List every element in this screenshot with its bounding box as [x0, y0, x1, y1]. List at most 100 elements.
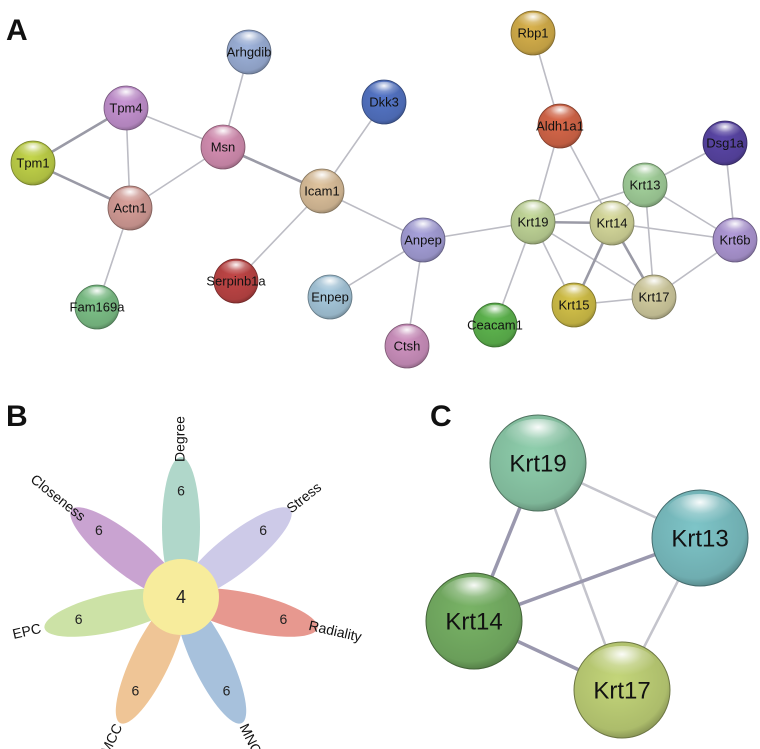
node-highlight	[504, 418, 572, 458]
node-label: Msn	[211, 139, 236, 154]
node-krt19: Krt19	[510, 199, 556, 245]
node-label: Dsg1a	[706, 135, 744, 150]
node-highlight	[220, 260, 252, 280]
petal-value: 6	[95, 522, 103, 538]
node-label: Krt14	[445, 608, 502, 635]
petal-value: 6	[75, 611, 83, 627]
node-rbp1: Rbp1	[510, 10, 556, 56]
node-ceacam1: Ceacam1	[467, 302, 523, 348]
node-label: Tpm1	[16, 155, 49, 170]
petal-label: MCC	[97, 721, 125, 749]
node-label: Krt19	[509, 450, 566, 477]
node-label: Anpep	[404, 232, 442, 247]
node-label: Krt17	[638, 289, 669, 304]
node-krt17: Krt17	[631, 274, 677, 320]
node-highlight	[596, 202, 628, 222]
petal-value: 6	[132, 682, 140, 698]
flower-center	[143, 559, 219, 635]
node-highlight	[440, 576, 508, 616]
node-label: Krt13	[629, 177, 660, 192]
node-highlight	[207, 126, 239, 146]
node-tpm4: Tpm4	[103, 85, 149, 131]
node-krt13: Krt13	[622, 162, 668, 208]
node-krt6b: Krt6b	[712, 217, 758, 263]
node-label: Dkk3	[369, 94, 399, 109]
node-label: Actn1	[113, 200, 146, 215]
node-krt15: Krt15	[551, 282, 597, 328]
petal-value: 6	[177, 483, 185, 499]
petal-label: MNC	[237, 721, 265, 749]
node-label: Fam169a	[70, 299, 126, 314]
node-krt14: Krt14	[425, 572, 523, 670]
node-label: Tpm4	[109, 100, 142, 115]
node-krt17: Krt17	[573, 641, 671, 739]
node-highlight	[391, 325, 423, 345]
node-serpinb1a: Serpinb1a	[206, 258, 266, 304]
node-label: Icam1	[304, 183, 339, 198]
node-label: Krt14	[596, 215, 627, 230]
node-highlight	[544, 105, 576, 125]
node-label: Ctsh	[394, 338, 421, 353]
node-krt13: Krt13	[651, 489, 749, 587]
node-dsg1a: Dsg1a	[702, 120, 748, 166]
panel-label-c: C	[430, 400, 452, 433]
node-icam1: Icam1	[299, 168, 345, 214]
petal-label: Stress	[283, 479, 324, 516]
node-highlight	[719, 219, 751, 239]
node-label: Krt15	[558, 297, 589, 312]
node-label: Ceacam1	[467, 317, 523, 332]
petal-value: 6	[279, 611, 287, 627]
node-highlight	[368, 81, 400, 101]
node-highlight	[17, 142, 49, 162]
node-anpep: Anpep	[400, 217, 446, 263]
node-highlight	[306, 170, 338, 190]
node-highlight	[588, 645, 656, 685]
node-msn: Msn	[200, 124, 246, 170]
node-aldh1a1: Aldh1a1	[536, 103, 584, 149]
edge-krt19-krt17	[532, 221, 655, 298]
node-highlight	[81, 286, 113, 306]
node-highlight	[233, 31, 265, 51]
node-highlight	[558, 284, 590, 304]
node-highlight	[479, 304, 511, 324]
node-label: Krt6b	[719, 232, 750, 247]
petal-label: Closeness	[28, 471, 89, 524]
node-label: Serpinb1a	[206, 273, 266, 288]
flower-center-value: 4	[176, 587, 186, 607]
node-actn1: Actn1	[107, 185, 153, 231]
node-highlight	[709, 122, 741, 142]
node-arhgdib: Arhgdib	[227, 29, 272, 75]
node-highlight	[110, 87, 142, 107]
node-label: Rbp1	[517, 25, 548, 40]
node-label: Arhgdib	[227, 44, 272, 59]
node-highlight	[638, 276, 670, 296]
node-label: Aldh1a1	[536, 118, 584, 133]
node-ctsh: Ctsh	[384, 323, 430, 369]
node-label: Krt13	[671, 525, 728, 552]
petal-label: EPC	[11, 620, 43, 642]
node-label: Enpep	[311, 289, 349, 304]
petal-label: Radiality	[307, 617, 363, 645]
petal-label: Degree	[172, 416, 188, 462]
node-enpep: Enpep	[307, 274, 353, 320]
node-tpm1: Tpm1	[10, 140, 56, 186]
node-highlight	[517, 12, 549, 32]
node-krt14: Krt14	[589, 200, 635, 246]
node-fam169a: Fam169a	[70, 284, 126, 330]
node-highlight	[517, 201, 549, 221]
node-dkk3: Dkk3	[361, 79, 407, 125]
node-highlight	[314, 276, 346, 296]
node-highlight	[114, 187, 146, 207]
node-label: Krt19	[517, 214, 548, 229]
petal-value: 6	[259, 522, 267, 538]
panel-label-a: A	[6, 14, 28, 47]
node-label: Krt17	[593, 677, 650, 704]
node-krt19: Krt19	[489, 414, 587, 512]
petal-value: 6	[223, 682, 231, 698]
